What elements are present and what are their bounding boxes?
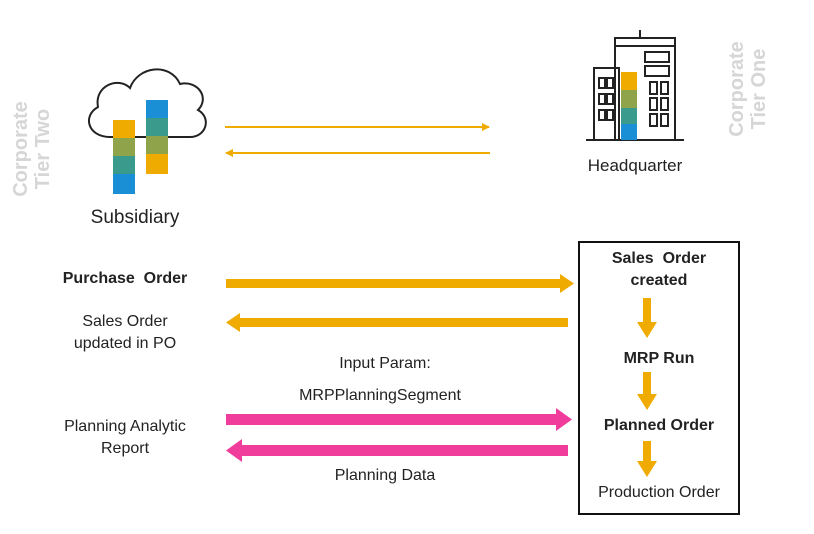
down-arrow-1 (637, 298, 657, 338)
planning-segment-label: MRPPlanningSegment (299, 387, 461, 404)
arrow-purchase-order (226, 274, 574, 293)
building-color-bar (621, 72, 637, 140)
process-box (578, 241, 740, 515)
arrow-planning-data (226, 439, 568, 462)
step-mrp-run: MRP Run (623, 350, 695, 367)
arrow-sales-order-updated (226, 313, 568, 332)
down-arrow-3 (637, 441, 657, 477)
cloud-icon (87, 68, 207, 194)
building-icon (586, 30, 684, 141)
purchase-order-label: Purchase Order (62, 270, 188, 287)
subsidiary-label: Subsidiary (90, 207, 180, 228)
planning-report-label: Planning Analytic Report (64, 418, 186, 457)
arrow-planning-request (226, 408, 572, 431)
step-planned-order: Planned Order (603, 417, 715, 434)
step-production-order: Production Order (598, 484, 720, 501)
sales-order-updated-label: Sales Order updated in PO (73, 313, 177, 352)
step-sales-order-created: Sales Order created (611, 250, 707, 289)
planning-data-label: Planning Data (334, 467, 436, 484)
down-arrow-2 (637, 372, 657, 410)
input-param-label: Input Param: (339, 355, 431, 372)
headquarter-label: Headquarter (587, 156, 683, 175)
